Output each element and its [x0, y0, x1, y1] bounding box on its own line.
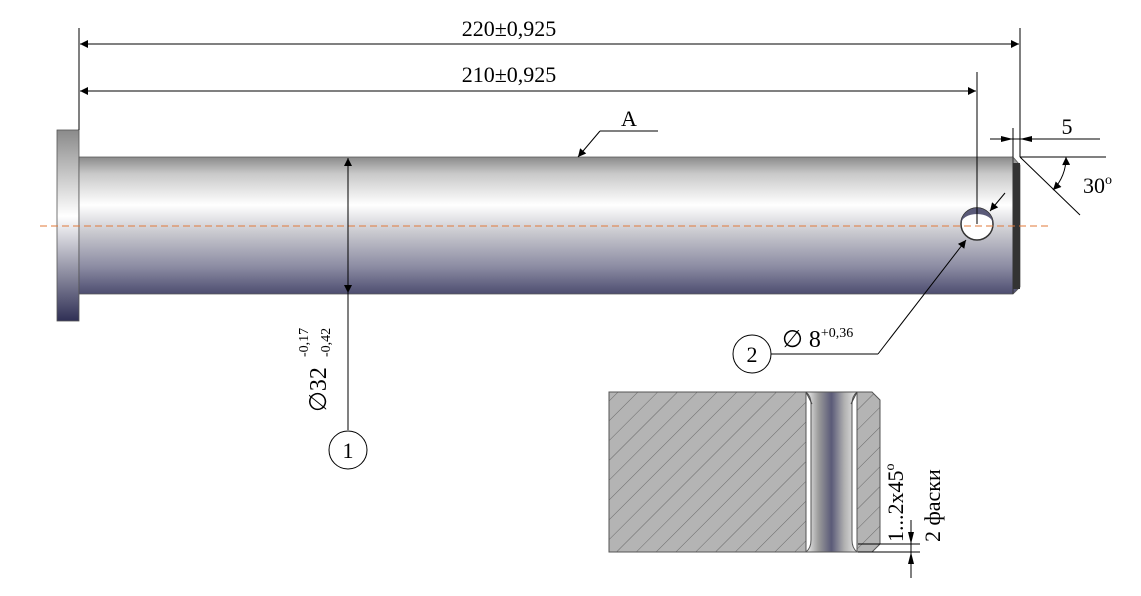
callout-2-circle: [732, 334, 772, 374]
section-hatch-right: [856, 391, 881, 553]
callout-1-circle: [328, 430, 368, 470]
hole-leader: [877, 239, 967, 355]
angle-slope-line: [1019, 156, 1081, 216]
section-chamfer-note: 2 фаски: [920, 469, 945, 542]
dim-arrow-5b: [1020, 136, 1032, 142]
dim-arrow-5a: [1001, 136, 1013, 142]
hole-leader-arrow: [989, 192, 1006, 212]
section-chamfer-arrow-top: [908, 532, 914, 544]
dim-text-220: 220±0,925: [462, 16, 557, 41]
section-break-top-r: [850, 391, 858, 405]
dim-text-d32: ∅32: [306, 367, 332, 412]
section-chamfer-arrow-bot: [908, 552, 914, 564]
dim-dev-d32-upper: -0,17: [297, 328, 312, 357]
angle-arc: [1052, 156, 1071, 191]
section-hatch-left: [608, 391, 807, 553]
section-hole: [804, 391, 859, 553]
angle-text: 30o: [1083, 173, 1112, 198]
dim-dev-d32-lower: -0,42: [319, 328, 334, 357]
surface-a-leader: [577, 130, 601, 158]
dim-text-d8: ∅8+0,36: [782, 326, 853, 353]
section-chamfer-size: 1...2x45o: [883, 464, 908, 543]
cross-hole-shading: [961, 208, 993, 224]
surface-a-label: A: [621, 106, 637, 131]
callout-1-text: 1: [343, 438, 354, 463]
section-break-top: [805, 391, 813, 405]
pin-end-face: [1013, 163, 1020, 289]
dim-text-5: 5: [1062, 114, 1073, 139]
dim-text-210: 210±0,925: [462, 62, 557, 87]
callout-2-text: 2: [747, 342, 758, 367]
